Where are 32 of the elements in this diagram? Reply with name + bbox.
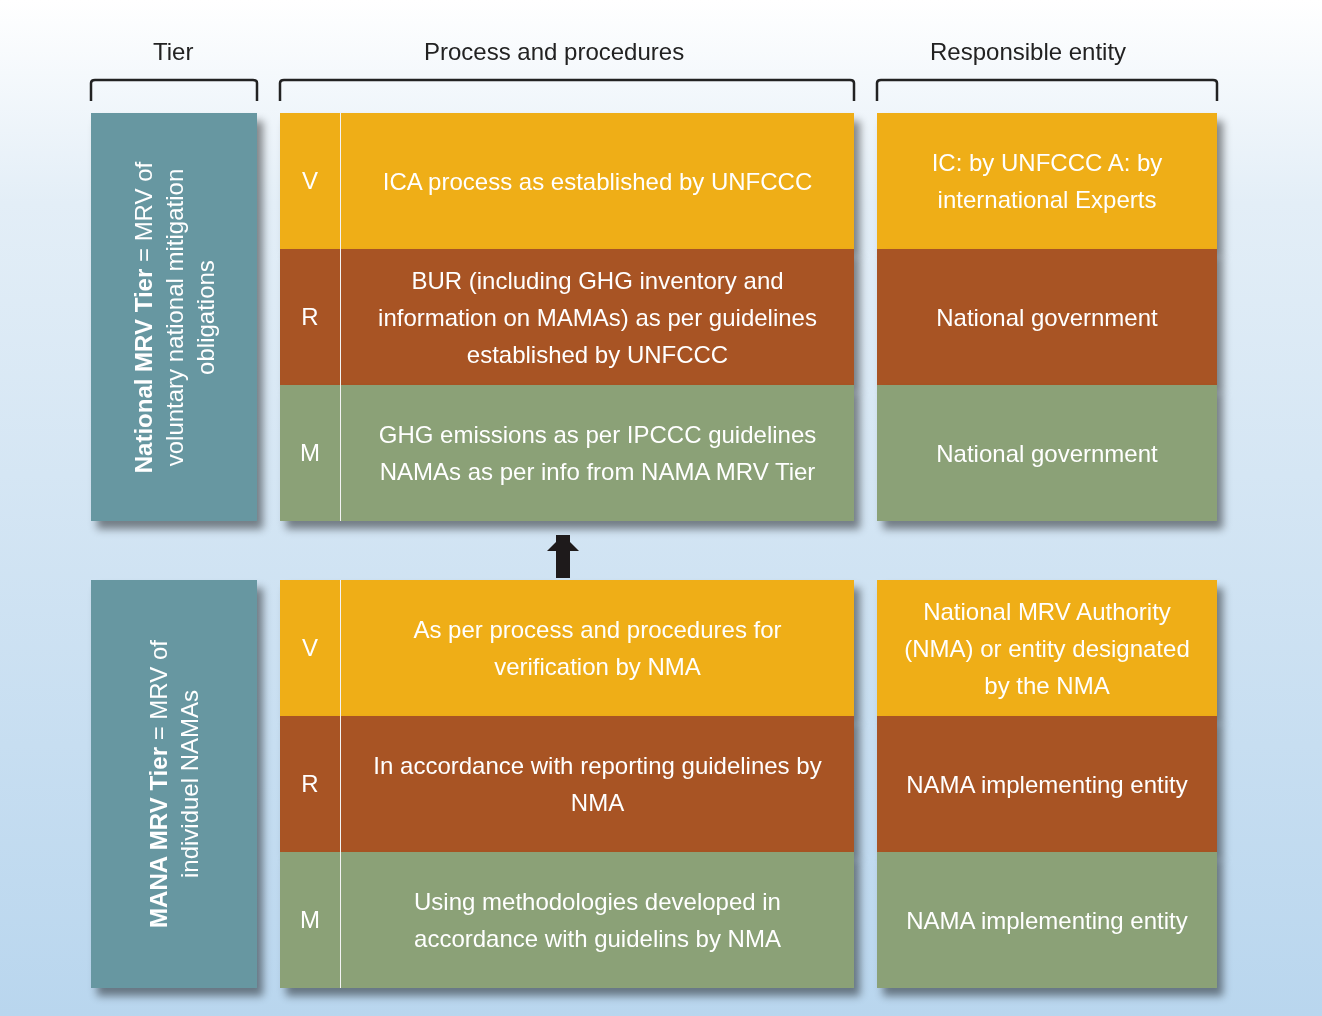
entity-text: IC: by UNFCCC A: by international Experts <box>930 148 1164 215</box>
process-row <box>280 580 854 716</box>
entity-box <box>877 249 1217 385</box>
process-text: In accordance with reporting guidelines by NMA <box>372 751 823 818</box>
arrow <box>547 535 579 578</box>
column-heading: Process and procedures <box>424 38 685 66</box>
entity-box <box>877 385 1217 521</box>
row-letter: M <box>280 852 341 988</box>
entity-text: National MRV Authority (NMA) or entity designated by the NMA <box>903 596 1191 701</box>
tier-panel <box>91 580 257 988</box>
entity-box <box>877 580 1217 716</box>
tier-panel <box>91 113 257 521</box>
entity-box <box>877 852 1217 988</box>
process-row <box>280 385 854 521</box>
process-text: BUR (including GHG inventory and information on MAMAs) as per guidelines established by UNFCCC <box>377 265 818 370</box>
column-heading: Responsible entity <box>930 38 1127 66</box>
process-row <box>280 716 854 852</box>
row-letter: M <box>280 385 341 521</box>
process-text: GHG emissions as per IPCCC guidelines NAMAs as per info from NAMA MRV Tier <box>377 420 818 487</box>
entity-text: NAMA implementing entity <box>906 769 1188 800</box>
process-row <box>280 249 854 385</box>
process-text: Using methodologies developed in accordance with guidelins by NMA <box>413 887 782 954</box>
entity-text: NAMA implementing entity <box>906 905 1188 936</box>
entity-box <box>877 716 1217 852</box>
entity-text: National government <box>936 302 1158 333</box>
process-text: ICA process as established by UNFCCC <box>382 166 813 197</box>
entity-text: National government <box>936 438 1158 469</box>
process-row <box>280 113 854 249</box>
entity-box <box>877 113 1217 249</box>
column-heading: Tier <box>153 38 194 66</box>
process-row <box>280 852 854 988</box>
process-text: As per process and procedures for verification by NMA <box>412 615 783 682</box>
